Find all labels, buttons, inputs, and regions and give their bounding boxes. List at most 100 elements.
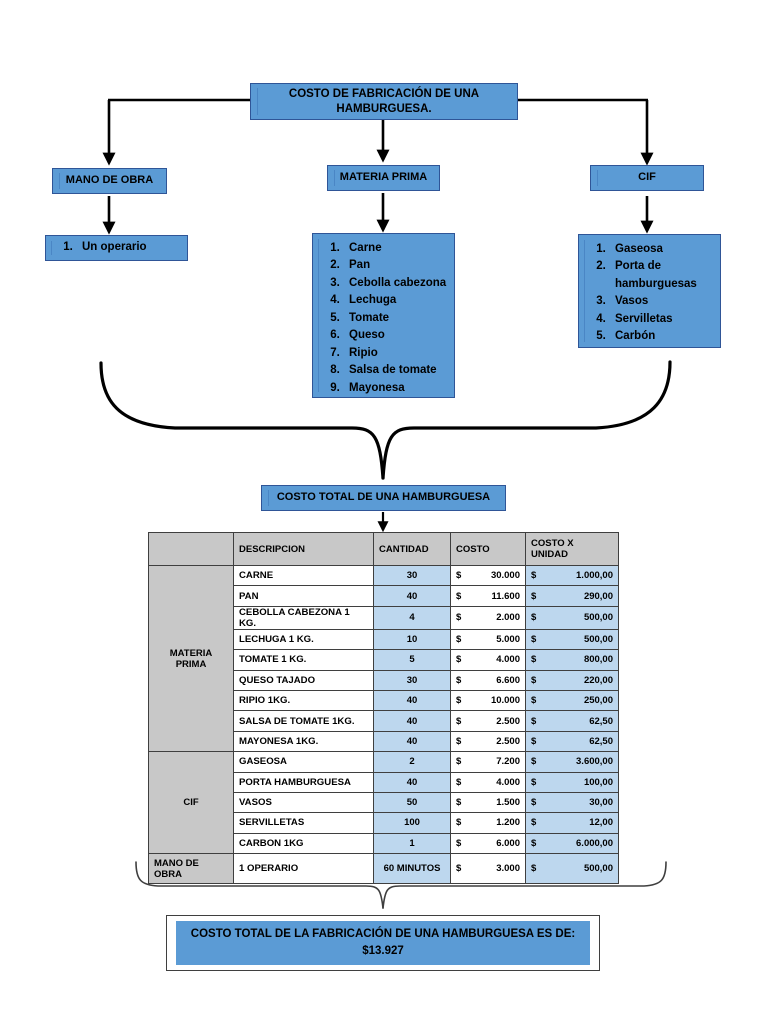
accent-bar-icon <box>268 490 269 506</box>
cell-cantidad: 100 <box>373 812 451 834</box>
cell-costo: $2.500 <box>450 710 526 732</box>
cell-cantidad: 1 <box>373 832 451 855</box>
list-item: Queso <box>343 327 450 344</box>
group-label-cell: MANO DE OBRA <box>148 853 234 885</box>
list-item: Carbón <box>609 328 716 345</box>
cell-costo: $6.600 <box>450 669 526 691</box>
cell-costo: $10.000 <box>450 689 526 712</box>
cell-costo-x-unidad: $500,00 <box>525 853 619 885</box>
list-item: Salsa de tomate <box>343 362 450 379</box>
node-materia-prima[interactable]: MATERIA PRIMA <box>327 165 440 191</box>
cell-descripcion: TOMATE 1 KG. <box>233 649 374 671</box>
node-label: MANO DE OBRA <box>65 174 154 187</box>
cell-costo: $6.000 <box>450 832 526 855</box>
list-items: CarnePanCebolla cabezonaLechugaTomateQue… <box>323 240 450 397</box>
cell-descripcion: SERVILLETAS <box>233 812 374 834</box>
summary-line-2: $13.927 <box>362 945 404 957</box>
cell-costo-x-unidad: $6.000,00 <box>525 832 619 855</box>
list-item: Cebolla cabezona <box>343 275 450 292</box>
summary-total-box[interactable]: COSTO TOTAL DE LA FABRICACIÓN DE UNA HAM… <box>176 921 590 965</box>
cell-costo-x-unidad: $3.600,00 <box>525 751 619 773</box>
cell-cantidad: 40 <box>373 771 451 793</box>
list-item: Carne <box>343 240 450 257</box>
group-label-cell: MATERIA PRIMA <box>148 564 234 753</box>
accent-bar-icon <box>318 239 319 392</box>
cell-costo-x-unidad: $12,00 <box>525 812 619 834</box>
cell-descripcion: CARBON 1KG <box>233 832 374 855</box>
table-row: MAYONESA 1KG.40$2.500$62,50 <box>149 730 619 753</box>
list-cif[interactable]: GaseosaPorta de hamburguesasVasosServill… <box>578 234 721 348</box>
cell-costo-x-unidad: $62,50 <box>525 730 619 753</box>
list-item: Ripio <box>343 345 450 362</box>
cell-costo-x-unidad: $62,50 <box>525 710 619 732</box>
cell-descripcion: QUESO TAJADO <box>233 669 374 691</box>
cell-costo: $5.000 <box>450 628 526 651</box>
cell-costo-x-unidad: $30,00 <box>525 791 619 814</box>
cell-costo: $2.000 <box>450 605 526 630</box>
cell-cantidad: 40 <box>373 710 451 732</box>
node-cif[interactable]: CIF <box>590 165 704 191</box>
list-item: Mayonesa <box>343 380 450 397</box>
cost-table[interactable]: DESCRIPCION CANTIDAD COSTO COSTO X UNIDA… <box>148 532 619 885</box>
cell-cantidad: 10 <box>373 628 451 651</box>
accent-bar-icon <box>584 240 585 342</box>
cell-cantidad: 50 <box>373 791 451 814</box>
node-label: CIF <box>638 171 656 184</box>
cell-descripcion: RIPIO 1KG. <box>233 689 374 712</box>
cell-costo: $1.500 <box>450 791 526 814</box>
table-row: SALSA DE TOMATE 1KG.40$2.500$62,50 <box>149 710 619 732</box>
cell-costo-x-unidad: $500,00 <box>525 605 619 630</box>
list-materia-prima[interactable]: CarnePanCebolla cabezonaLechugaTomateQue… <box>312 233 455 398</box>
cell-costo-x-unidad: $250,00 <box>525 689 619 712</box>
header-costo: COSTO <box>450 532 526 566</box>
cell-descripcion: MAYONESA 1KG. <box>233 730 374 753</box>
node-costo-total-hamburguesa[interactable]: COSTO TOTAL DE UNA HAMBURGUESA <box>261 485 506 511</box>
cell-costo: $1.200 <box>450 812 526 834</box>
node-costo-de-fabricacion[interactable]: COSTO DE FABRICACIÓN DE UNA HAMBURGUESA. <box>250 83 518 120</box>
table-header-row: DESCRIPCION CANTIDAD COSTO COSTO X UNIDA… <box>148 532 619 566</box>
cell-costo: $4.000 <box>450 771 526 793</box>
list-item: Tomate <box>343 310 450 327</box>
header-descripcion: DESCRIPCION <box>233 532 374 566</box>
summary-line-1: COSTO TOTAL DE LA FABRICACIÓN DE UNA HAM… <box>190 928 576 941</box>
cell-cantidad: 4 <box>373 605 451 630</box>
cell-cantidad: 40 <box>373 585 451 607</box>
cell-cantidad: 30 <box>373 564 451 587</box>
cell-descripcion: CEBOLLA CABEZONA 1 KG. <box>233 605 374 630</box>
cell-cantidad: 40 <box>373 689 451 712</box>
list-items: Un operario <box>56 239 183 255</box>
cell-costo-x-unidad: $500,00 <box>525 628 619 651</box>
cell-costo-x-unidad: $290,00 <box>525 585 619 607</box>
cell-costo: $30.000 <box>450 564 526 587</box>
node-mano-de-obra[interactable]: MANO DE OBRA <box>52 168 167 194</box>
list-item: Servilletas <box>609 311 716 328</box>
list-mano-de-obra[interactable]: Un operario <box>45 235 188 261</box>
list-item: Lechuga <box>343 292 450 309</box>
list-items: GaseosaPorta de hamburguesasVasosServill… <box>589 241 716 346</box>
cell-costo: $3.000 <box>450 853 526 885</box>
group-label-cell: CIF <box>148 751 234 855</box>
node-label: COSTO TOTAL DE UNA HAMBURGUESA <box>276 491 491 504</box>
accent-bar-icon <box>51 241 52 255</box>
accent-bar-icon <box>597 170 598 186</box>
cell-descripcion: PORTA HAMBURGUESA <box>233 771 374 793</box>
cell-descripcion: CARNE <box>233 564 374 587</box>
header-corner <box>148 532 234 566</box>
list-item: Un operario <box>76 239 183 255</box>
list-item: Porta de hamburguesas <box>609 258 716 293</box>
cell-descripcion: VASOS <box>233 791 374 814</box>
cell-cantidad: 30 <box>373 669 451 691</box>
cell-costo-x-unidad: $1.000,00 <box>525 564 619 587</box>
accent-bar-icon <box>334 170 335 186</box>
cell-descripcion: 1 OPERARIO <box>233 853 374 885</box>
list-item: Vasos <box>609 293 716 310</box>
node-label: MATERIA PRIMA <box>339 171 428 184</box>
